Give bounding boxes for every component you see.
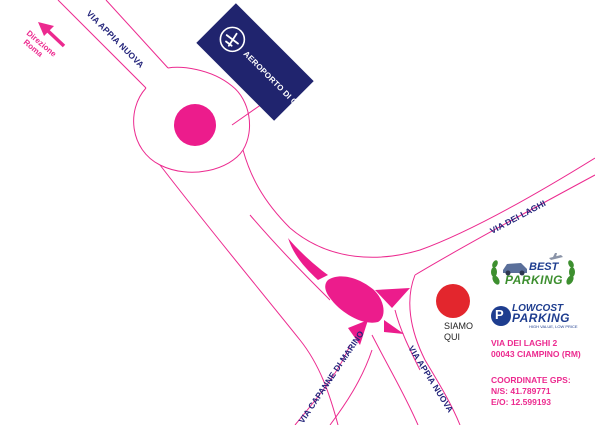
capanne-edge-1 (294, 344, 351, 425)
via-appia-left-edge-south (371, 334, 419, 425)
car-icon (503, 263, 527, 276)
parking-badge-letter: P (495, 307, 504, 322)
location-label-line1: SIAMO (444, 321, 474, 331)
lowcost-parking-word: PARKING (512, 311, 570, 325)
via-dei-laghi-lower-edge (414, 174, 595, 276)
island-right (375, 288, 410, 308)
via-dei-laghi-upper-edge (289, 157, 595, 258)
island-lower-left (348, 320, 368, 345)
road-label-appia-south: VIA APPIA NUOVA (406, 344, 455, 415)
capanne-edge-2 (329, 349, 373, 425)
address-line1: VIA DEI LAGHI 2 (491, 338, 558, 348)
median-line-2 (394, 309, 421, 371)
gps-title: COORDINATE GPS: (491, 375, 571, 385)
airport-box: AEROPORTO DI CIAMPINO (196, 3, 324, 132)
lowcost-word: LOWCOST (512, 303, 564, 314)
airport-access-road (242, 149, 291, 229)
laurel-icon (491, 253, 575, 285)
airplane-icon (219, 26, 246, 53)
gps-ns: N/S: 41.789771 (491, 386, 551, 396)
road-label-appia-north: VIA APPIA NUOVA (85, 8, 147, 70)
parking-badge-icon (491, 306, 511, 326)
via-appia-right-edge-upper (105, 0, 169, 69)
arrow-up-left-icon (38, 22, 66, 48)
island-central (325, 276, 384, 323)
via-appia-left-edge-upper (57, 0, 147, 89)
via-appia-left-edge-lower (159, 164, 339, 425)
roundabout-outer (133, 66, 250, 173)
location-label: SIAMO QUI (444, 321, 473, 343)
road-outlines (57, 0, 595, 425)
roundabout-island (174, 104, 216, 146)
location-label-line2: QUI (444, 332, 461, 342)
parking-word: PARKING (505, 273, 563, 287)
via-appia-right-edge-south (409, 274, 461, 425)
traffic-islands (288, 238, 410, 345)
gps-eo: E/O: 12.599193 (491, 397, 552, 407)
address-line2: 00043 CIAMPINO (RM) (491, 349, 581, 359)
location-marker (436, 284, 470, 318)
median-line-1 (249, 214, 331, 301)
lowcost-parking-logo: P LOWCOST PARKING HIGH VALUE, LOW PRICE (489, 298, 579, 330)
lowcost-tagline: HIGH VALUE, LOW PRICE (529, 324, 578, 329)
best-parking-logo: BEST PARKING (489, 252, 579, 292)
road-label-capanne: VIA CAPANNE DI MARINO (296, 329, 366, 425)
island-lower-right (384, 320, 404, 334)
best-word: BEST (529, 261, 559, 273)
plane-icon (549, 253, 563, 260)
direction-roma: Direzione Roma (22, 22, 66, 59)
island-left (288, 238, 328, 280)
airport-access-road-inner (231, 103, 263, 126)
